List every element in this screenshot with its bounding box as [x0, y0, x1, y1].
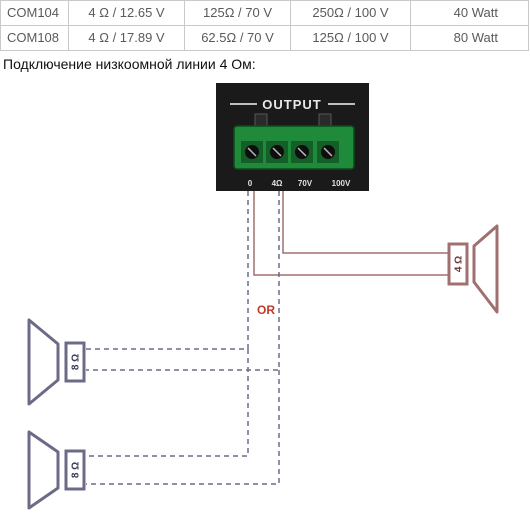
table-cell: 40 Watt — [410, 0, 529, 26]
table-row: COM108 4 Ω / 17.89 V 62.5Ω / 70 V 125Ω /… — [0, 25, 529, 51]
terminal-label-100v: 100V — [332, 179, 351, 188]
wire-right-from-0 — [253, 191, 449, 276]
speaker-right: 4 Ω — [447, 224, 499, 314]
speaker-left-bottom: 8 Ω — [27, 430, 86, 510]
wire-left-bottom-from-4ohm — [86, 370, 280, 485]
speaker-right-magnet — [447, 242, 469, 286]
speaker-left-top-label: 8 Ω — [71, 354, 82, 370]
screw-terminal — [317, 141, 339, 163]
speaker-left-top: 8 Ω — [27, 318, 86, 406]
screw-terminal — [266, 141, 288, 163]
table-row: COM104 4 Ω / 12.65 V 125Ω / 70 V 250Ω / … — [0, 0, 529, 26]
wire-left-bottom-from-0 — [86, 349, 249, 457]
wire-left-top-from-4ohm — [86, 191, 280, 371]
screw-terminal — [291, 141, 313, 163]
output-block: OUTPUT 0 4Ω 70V 100V — [216, 83, 369, 191]
terminal-label-4ohm: 4Ω — [272, 179, 283, 188]
table-cell: 80 Watt — [410, 25, 529, 51]
speaker-left-bottom-cone — [27, 430, 60, 510]
screw-terminal — [241, 141, 263, 163]
table-cell: 62.5Ω / 70 V — [184, 25, 291, 51]
speaker-left-top-cone — [27, 318, 60, 406]
table-cell: 125Ω / 100 V — [290, 25, 411, 51]
or-label: OR — [257, 303, 275, 317]
table-cell: 4 Ω / 12.65 V — [68, 0, 185, 26]
wire-right-speaker — [253, 191, 449, 276]
speaker-right-cone — [472, 224, 499, 314]
wire-right-from-4ohm — [282, 191, 449, 254]
spec-table: COM104 4 Ω / 12.65 V 125Ω / 70 V 250Ω / … — [0, 0, 529, 51]
terminal-label-0: 0 — [248, 179, 253, 188]
wire-left-top-from-0 — [86, 191, 249, 350]
speaker-left-bottom-magnet — [64, 449, 86, 491]
speaker-left-top-magnet — [64, 341, 86, 383]
speaker-right-label: 4 Ω — [454, 256, 465, 272]
output-title: OUTPUT — [262, 97, 321, 112]
wire-left-speakers — [86, 191, 280, 485]
speaker-left-bottom-label: 8 Ω — [71, 462, 82, 478]
table-cell: COM104 — [0, 0, 69, 26]
terminal-label-70v: 70V — [298, 179, 313, 188]
section-heading: Подключение низкоомной линии 4 Ом: — [3, 56, 256, 72]
table-cell: 250Ω / 100 V — [290, 0, 411, 26]
table-cell: 4 Ω / 17.89 V — [68, 25, 185, 51]
